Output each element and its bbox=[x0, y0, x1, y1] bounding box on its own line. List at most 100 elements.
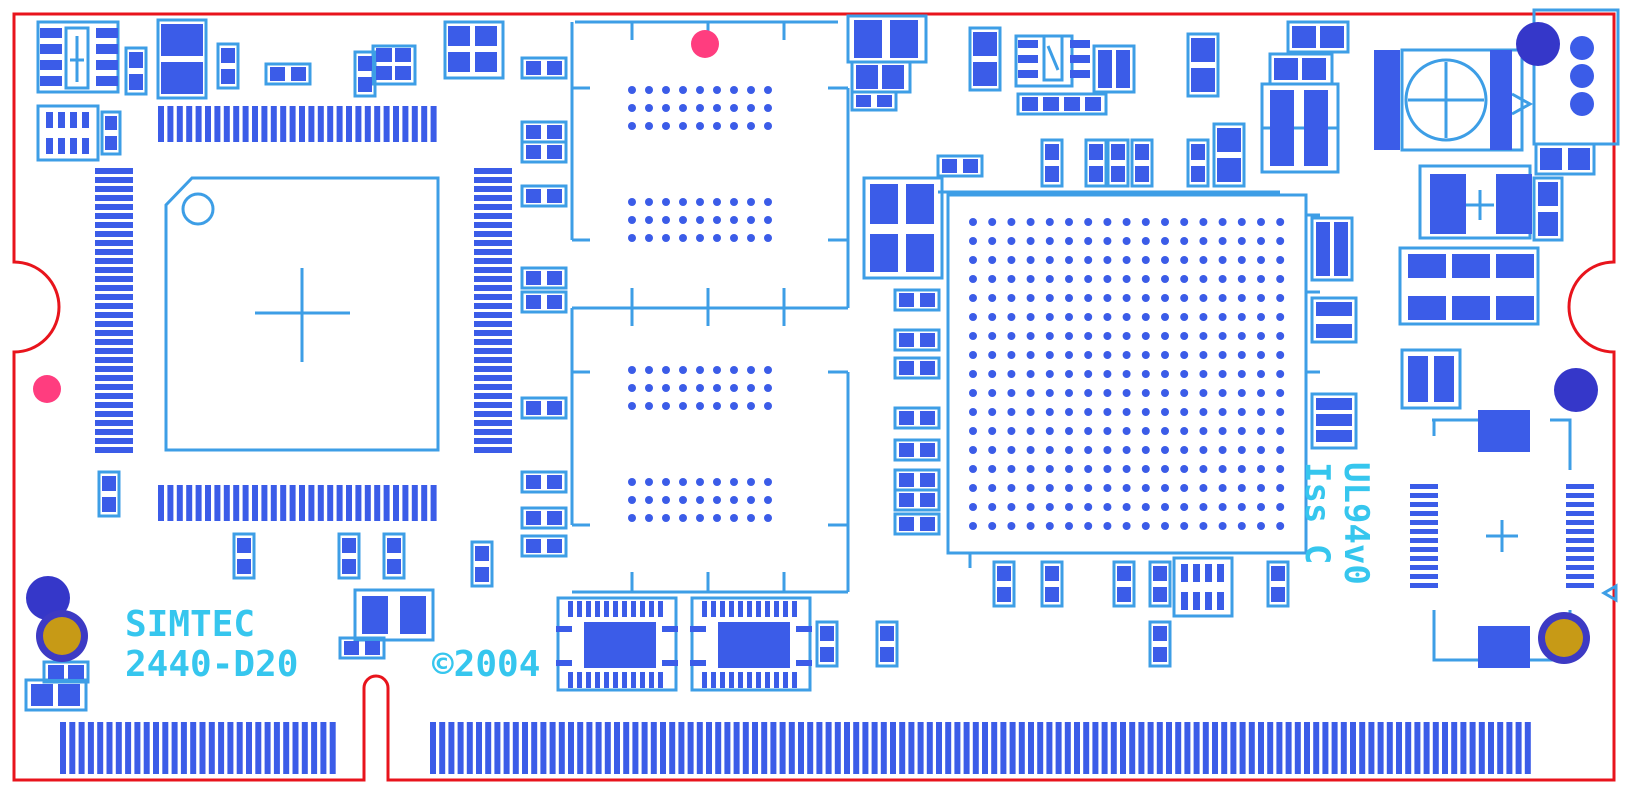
qfp-pin-top bbox=[214, 106, 221, 142]
cpu-ball-pad bbox=[1084, 389, 1093, 397]
edge-finger bbox=[1129, 722, 1136, 774]
qfp-pin-bottom bbox=[261, 485, 268, 521]
cpu-ball-pad bbox=[1045, 465, 1054, 473]
capacitor-outline bbox=[1398, 246, 1540, 326]
edge-finger bbox=[1184, 722, 1191, 774]
chip-pad bbox=[1153, 566, 1167, 581]
cpu-ball-pad bbox=[1161, 370, 1169, 378]
pot-pad bbox=[1490, 50, 1512, 150]
edge-finger bbox=[1285, 722, 1292, 774]
qfn-pin-left bbox=[1410, 556, 1438, 561]
qfp-pin-top bbox=[430, 106, 437, 142]
cpu-ball-pad bbox=[1199, 389, 1208, 397]
cpu-ball-pad bbox=[1103, 427, 1112, 435]
memory-ball-pad bbox=[679, 86, 687, 94]
chip-outline bbox=[815, 620, 839, 668]
cpu-ball-pad bbox=[1218, 484, 1227, 492]
qfp-pin-bottom bbox=[336, 485, 343, 521]
memory-ball-pad bbox=[662, 104, 670, 112]
cpu-ball-pad bbox=[1180, 389, 1189, 397]
chip-outline bbox=[968, 26, 1002, 92]
cpu-ball-pad bbox=[1122, 446, 1131, 454]
edge-finger bbox=[798, 722, 804, 774]
cpu-ball-pad bbox=[1218, 465, 1227, 473]
qfn-pin-left bbox=[1410, 538, 1438, 543]
connector-pad bbox=[40, 44, 62, 54]
edge-finger bbox=[807, 722, 814, 774]
edge-finger bbox=[1037, 722, 1044, 774]
cpu-ball-pad bbox=[1065, 389, 1073, 397]
memory-ball-pad bbox=[764, 234, 772, 242]
cpu-ball-pad bbox=[1199, 427, 1208, 435]
edge-finger bbox=[586, 722, 593, 774]
soic-body-pad bbox=[718, 622, 790, 668]
cpu-ball-pad bbox=[1045, 256, 1054, 264]
edge-finger bbox=[448, 722, 455, 774]
cpu-ball-pad bbox=[1084, 332, 1093, 340]
memory-ball-pad bbox=[747, 198, 755, 206]
cpu-ball-pad bbox=[1237, 275, 1246, 283]
qfp-pin-right bbox=[474, 222, 512, 228]
qfp-pin-top bbox=[223, 106, 230, 142]
capacitor-pad bbox=[1270, 90, 1294, 166]
qfp-pin-left bbox=[95, 204, 133, 210]
capacitor-pad bbox=[870, 234, 898, 272]
cpu-ball-pad bbox=[1237, 446, 1246, 454]
edge-finger bbox=[311, 722, 318, 774]
edge-finger bbox=[1506, 722, 1513, 774]
pad-layer bbox=[31, 20, 1594, 774]
cpu-ball-pad bbox=[1007, 446, 1016, 454]
connector-pad bbox=[96, 28, 118, 38]
chip-pad bbox=[365, 641, 380, 655]
issue-label: Iss C bbox=[1297, 462, 1337, 564]
cpu-ball-pad bbox=[1045, 389, 1054, 397]
cpu-ball-pad bbox=[988, 275, 997, 283]
memory-ball-pad bbox=[645, 122, 653, 130]
qfp-pin-bottom bbox=[242, 485, 249, 521]
soic-pin bbox=[568, 672, 573, 688]
chip-pad bbox=[1117, 566, 1131, 581]
memory-ball-pad bbox=[662, 216, 670, 224]
cpu-ball-pad bbox=[1084, 484, 1093, 492]
edge-finger bbox=[1120, 722, 1126, 774]
soic-pin bbox=[595, 672, 600, 688]
cpu-ball-pad bbox=[1084, 446, 1093, 454]
qfp-pin-top bbox=[393, 106, 399, 142]
memory-ball-pad bbox=[645, 198, 653, 206]
edge-finger bbox=[816, 722, 823, 774]
qfp-pin-right bbox=[474, 330, 512, 336]
cpu-ball-pad bbox=[1007, 484, 1016, 492]
edge-finger bbox=[834, 722, 841, 774]
soic-pin bbox=[613, 601, 618, 617]
soic-body-pad bbox=[584, 622, 656, 668]
connector-outline bbox=[36, 20, 120, 94]
qfn-pin-right bbox=[1566, 574, 1594, 579]
board-outline bbox=[12, 12, 1616, 782]
capacitor-pad bbox=[1452, 296, 1490, 320]
chip-pad bbox=[358, 77, 372, 92]
qfp-pin-bottom bbox=[383, 485, 390, 521]
cpu-ball-pad bbox=[1045, 313, 1054, 321]
qfn-outline bbox=[1432, 418, 1572, 470]
cpu-ball-pad bbox=[1045, 294, 1054, 302]
connector-pad bbox=[1018, 55, 1038, 63]
cpu-ball-pad bbox=[1218, 522, 1227, 530]
edge-finger bbox=[1166, 722, 1172, 774]
edge-finger bbox=[963, 722, 970, 774]
qfp-pin-bottom bbox=[176, 485, 183, 521]
array-pad bbox=[395, 66, 411, 80]
chip-outline bbox=[1186, 138, 1210, 188]
cpu-ball-pad bbox=[1276, 465, 1285, 473]
cpu-ball-pad bbox=[1237, 351, 1246, 359]
chip-pad bbox=[942, 159, 957, 173]
soic-side-pad bbox=[556, 660, 572, 666]
qfp-pin-bottom bbox=[214, 485, 221, 521]
cpu-ball-pad bbox=[1045, 522, 1054, 530]
memory-ball-pad bbox=[628, 122, 636, 130]
capacitor-pad bbox=[906, 184, 934, 224]
soic-pin bbox=[613, 672, 618, 688]
chip-pad bbox=[129, 74, 143, 90]
cpu-ball-pad bbox=[1180, 256, 1189, 264]
edge-finger bbox=[641, 722, 648, 774]
memory-ball-pad bbox=[696, 234, 704, 242]
